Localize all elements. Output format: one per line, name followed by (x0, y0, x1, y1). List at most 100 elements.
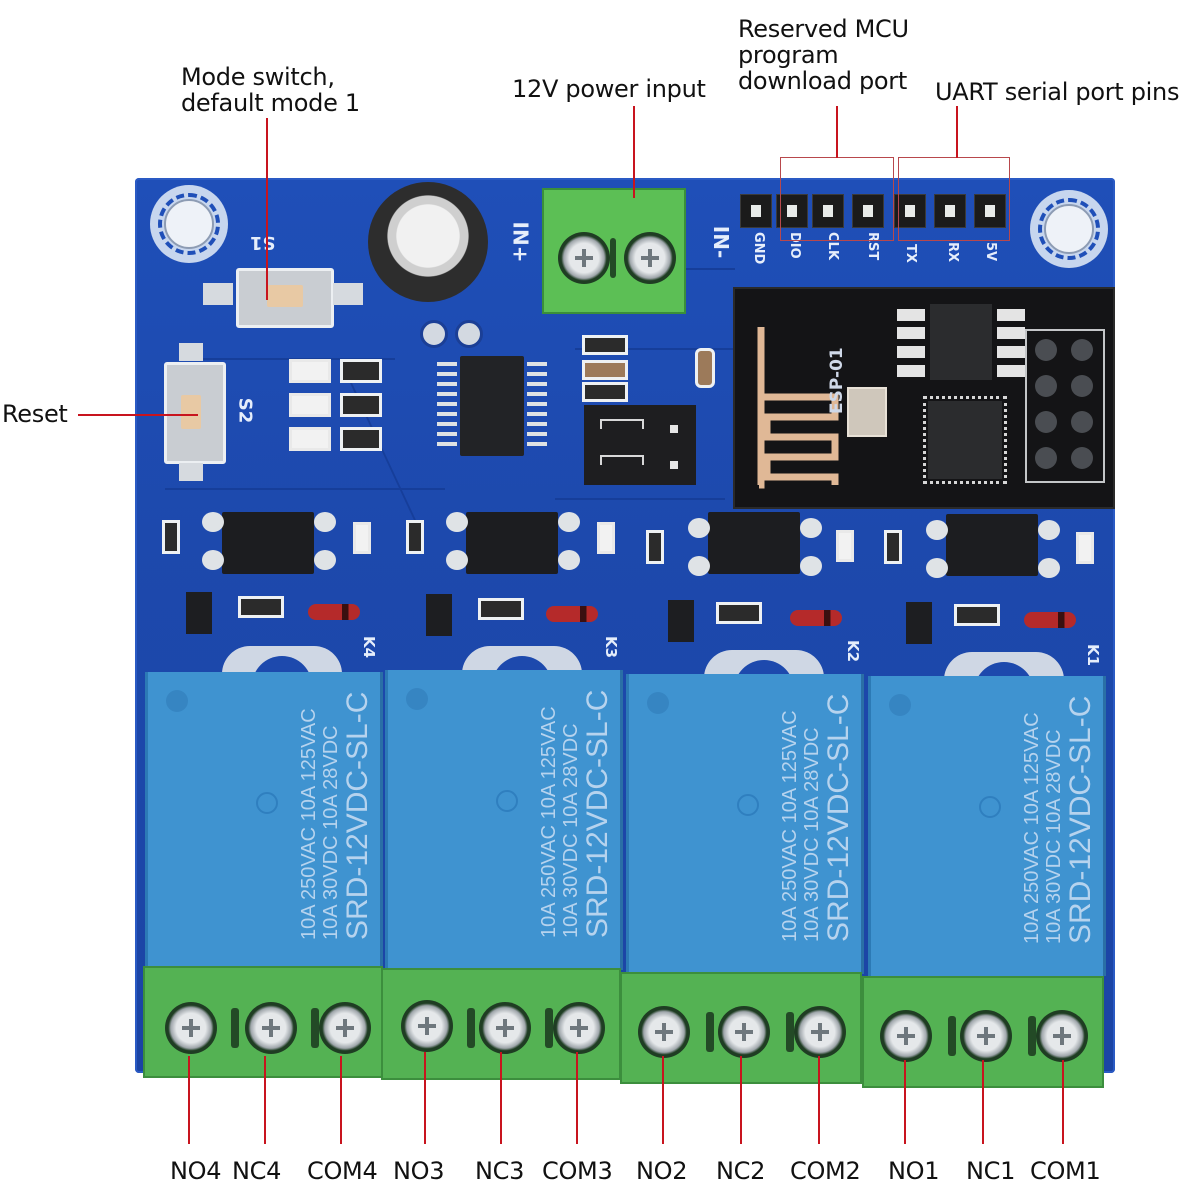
flash-chip (930, 304, 992, 380)
optocoupler-k4 (222, 512, 314, 574)
pin-dio[interactable] (776, 194, 808, 228)
mounting-hole-right (1030, 190, 1108, 268)
terminal-label-nc4: NC4 (232, 1157, 282, 1185)
terminal-label-nc3: NC3 (475, 1157, 525, 1185)
screw-nc1[interactable] (960, 1010, 1012, 1062)
power-input-terminal[interactable] (542, 188, 686, 314)
screw-com2[interactable] (794, 1006, 846, 1058)
terminal-leader-nc4 (264, 1056, 266, 1144)
mcu-port-label-line2: program (738, 41, 839, 69)
pin-gnd[interactable] (740, 194, 772, 228)
relay-led-k3 (597, 522, 615, 554)
screw-no3[interactable] (401, 1000, 453, 1052)
reset-leader (78, 414, 198, 416)
pcb-trace (555, 498, 725, 500)
mcu-port-callout-box (780, 157, 894, 241)
resistor (340, 393, 382, 417)
pin-clk[interactable] (812, 194, 844, 228)
screw-com4[interactable] (319, 1002, 371, 1054)
screw-no4[interactable] (165, 1002, 217, 1054)
electrolytic-capacitor (368, 182, 488, 302)
terminal-leader-com2 (818, 1056, 820, 1144)
terminal-label-com1: COM1 (1030, 1157, 1101, 1185)
relay-k4-tab (222, 646, 342, 686)
relay-k1-spec: 10A 250VAC 10A 125VAC 10A 30VDC 10A 28VD… (1021, 695, 1097, 944)
capacitor (582, 360, 628, 380)
screw-nc4[interactable] (245, 1002, 297, 1054)
terminal-label-no4: NO4 (170, 1157, 222, 1185)
reset-button[interactable] (164, 343, 226, 481)
pin-label-5v: 5V (983, 242, 998, 262)
jumper-cap[interactable] (600, 419, 644, 429)
resistor (340, 427, 382, 451)
k1-silkscreen: K1 (1084, 644, 1102, 667)
screw-nc3[interactable] (479, 1002, 531, 1054)
status-led (289, 359, 331, 383)
pcb-trace (575, 348, 775, 350)
terminal-label-no1: NO1 (888, 1157, 940, 1185)
status-led (289, 393, 331, 417)
relay-led-k1 (1076, 532, 1094, 564)
esp-pin-header (1025, 329, 1105, 483)
uart-callout-box (898, 157, 1010, 241)
esp-01-wifi-module: ESP-01 (733, 287, 1115, 509)
screw-com3[interactable] (553, 1002, 605, 1054)
pin-tx[interactable] (894, 194, 926, 228)
power-minus-silkscreen: IN- (709, 225, 734, 259)
pin-label-tx: TX (903, 244, 918, 263)
reset-actuator (181, 395, 201, 429)
pcb-antenna-icon (757, 327, 839, 489)
flyback-diode-k1 (1024, 612, 1076, 628)
resistor (582, 335, 628, 355)
mode-switch-button[interactable] (203, 268, 363, 328)
screw-nc2[interactable] (718, 1006, 770, 1058)
pin-rst[interactable] (852, 194, 884, 228)
relay-k4: 10A 250VAC 10A 125VAC 10A 30VDC 10A 28VD… (145, 672, 383, 972)
resistor (582, 382, 628, 402)
relay-led-k2 (836, 530, 854, 562)
power-screw-minus[interactable] (624, 232, 676, 284)
optocoupler-k1 (946, 514, 1038, 576)
terminal-leader-nc3 (500, 1052, 502, 1144)
pin-5v[interactable] (974, 194, 1006, 228)
pin-rx[interactable] (934, 194, 966, 228)
power-plus-silkscreen: IN+ (508, 221, 533, 263)
transistor-k1 (906, 602, 932, 644)
uart-pins-label: UART serial port pins (935, 78, 1180, 106)
terminal-label-no2: NO2 (636, 1157, 688, 1185)
reset-label: Reset (2, 400, 68, 428)
transistor-k2 (668, 600, 694, 642)
terminal-label-com3: COM3 (542, 1157, 613, 1185)
resistor (646, 530, 664, 564)
terminal-label-nc1: NC1 (966, 1157, 1016, 1185)
resistor (478, 598, 524, 620)
relay-k2: 10A 250VAC 10A 125VAC 10A 30VDC 10A 28VD… (626, 674, 864, 974)
jumper-cap[interactable] (600, 455, 644, 465)
k4-silkscreen: K4 (360, 636, 378, 659)
relay-driver-ic (460, 356, 524, 456)
screw-no1[interactable] (880, 1010, 932, 1062)
terminal-leader-no4 (188, 1056, 190, 1144)
terminal-block-relay3 (381, 968, 621, 1080)
terminal-label-com4: COM4 (307, 1157, 378, 1185)
pin-label-rx: RX (945, 242, 960, 263)
mcu-port-leader (836, 106, 838, 158)
screw-no2[interactable] (638, 1006, 690, 1058)
s2-silkscreen: S2 (234, 397, 256, 424)
capacitor-lead-pad (455, 320, 483, 348)
k3-silkscreen: K3 (602, 636, 620, 659)
resistor (162, 520, 180, 554)
transistor-k4 (186, 592, 212, 634)
status-led (289, 427, 331, 451)
power-screw-plus[interactable] (558, 232, 610, 284)
mode-jumper-block[interactable] (584, 405, 696, 485)
relay-k3-tab (462, 646, 582, 686)
terminal-leader-nc2 (740, 1056, 742, 1144)
optocoupler-k3 (466, 512, 558, 574)
esp8266-chip (923, 396, 1007, 484)
screw-com1[interactable] (1036, 1010, 1088, 1062)
resistor (238, 596, 284, 618)
resistor (340, 359, 382, 383)
pin-label-gnd: GND (751, 232, 766, 265)
terminal-leader-no1 (904, 1060, 906, 1144)
